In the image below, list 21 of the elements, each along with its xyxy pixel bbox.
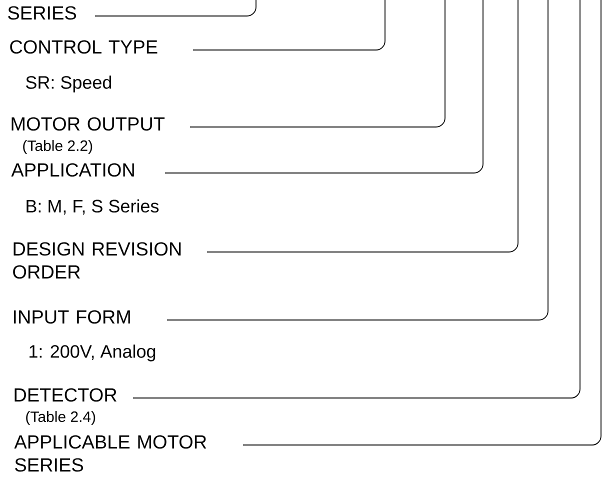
table-reference: (Table 2.4)	[26, 411, 96, 425]
part-label: SERIES	[8, 6, 76, 20]
leader-line	[192, 0, 386, 50]
leader-line	[166, 0, 548, 320]
part-label: DESIGN REVISION ORDER	[13, 242, 181, 279]
part-label: APPLICABLE MOTOR SERIES	[14, 435, 206, 472]
part-label: APPLICATION	[11, 163, 134, 177]
part-label: MOTOR OUTPUT	[12, 117, 165, 131]
leader-line	[190, 0, 446, 128]
code-option: SR: Speed	[26, 76, 112, 92]
code-option: 1: 200V, Analog	[30, 344, 156, 362]
part-label: INPUT FORM	[14, 310, 130, 324]
code-option: B: M, F, S Series	[26, 199, 159, 215]
leader-line	[132, 0, 580, 398]
leader-line	[164, 0, 484, 174]
leader-line	[206, 0, 518, 252]
table-reference: (Table 2.2)	[23, 140, 92, 154]
leader-line	[242, 0, 602, 446]
leader-line	[94, 0, 256, 16]
part-label: CONTROL TYPE	[10, 40, 158, 54]
part-label: DETECTOR	[14, 388, 116, 402]
